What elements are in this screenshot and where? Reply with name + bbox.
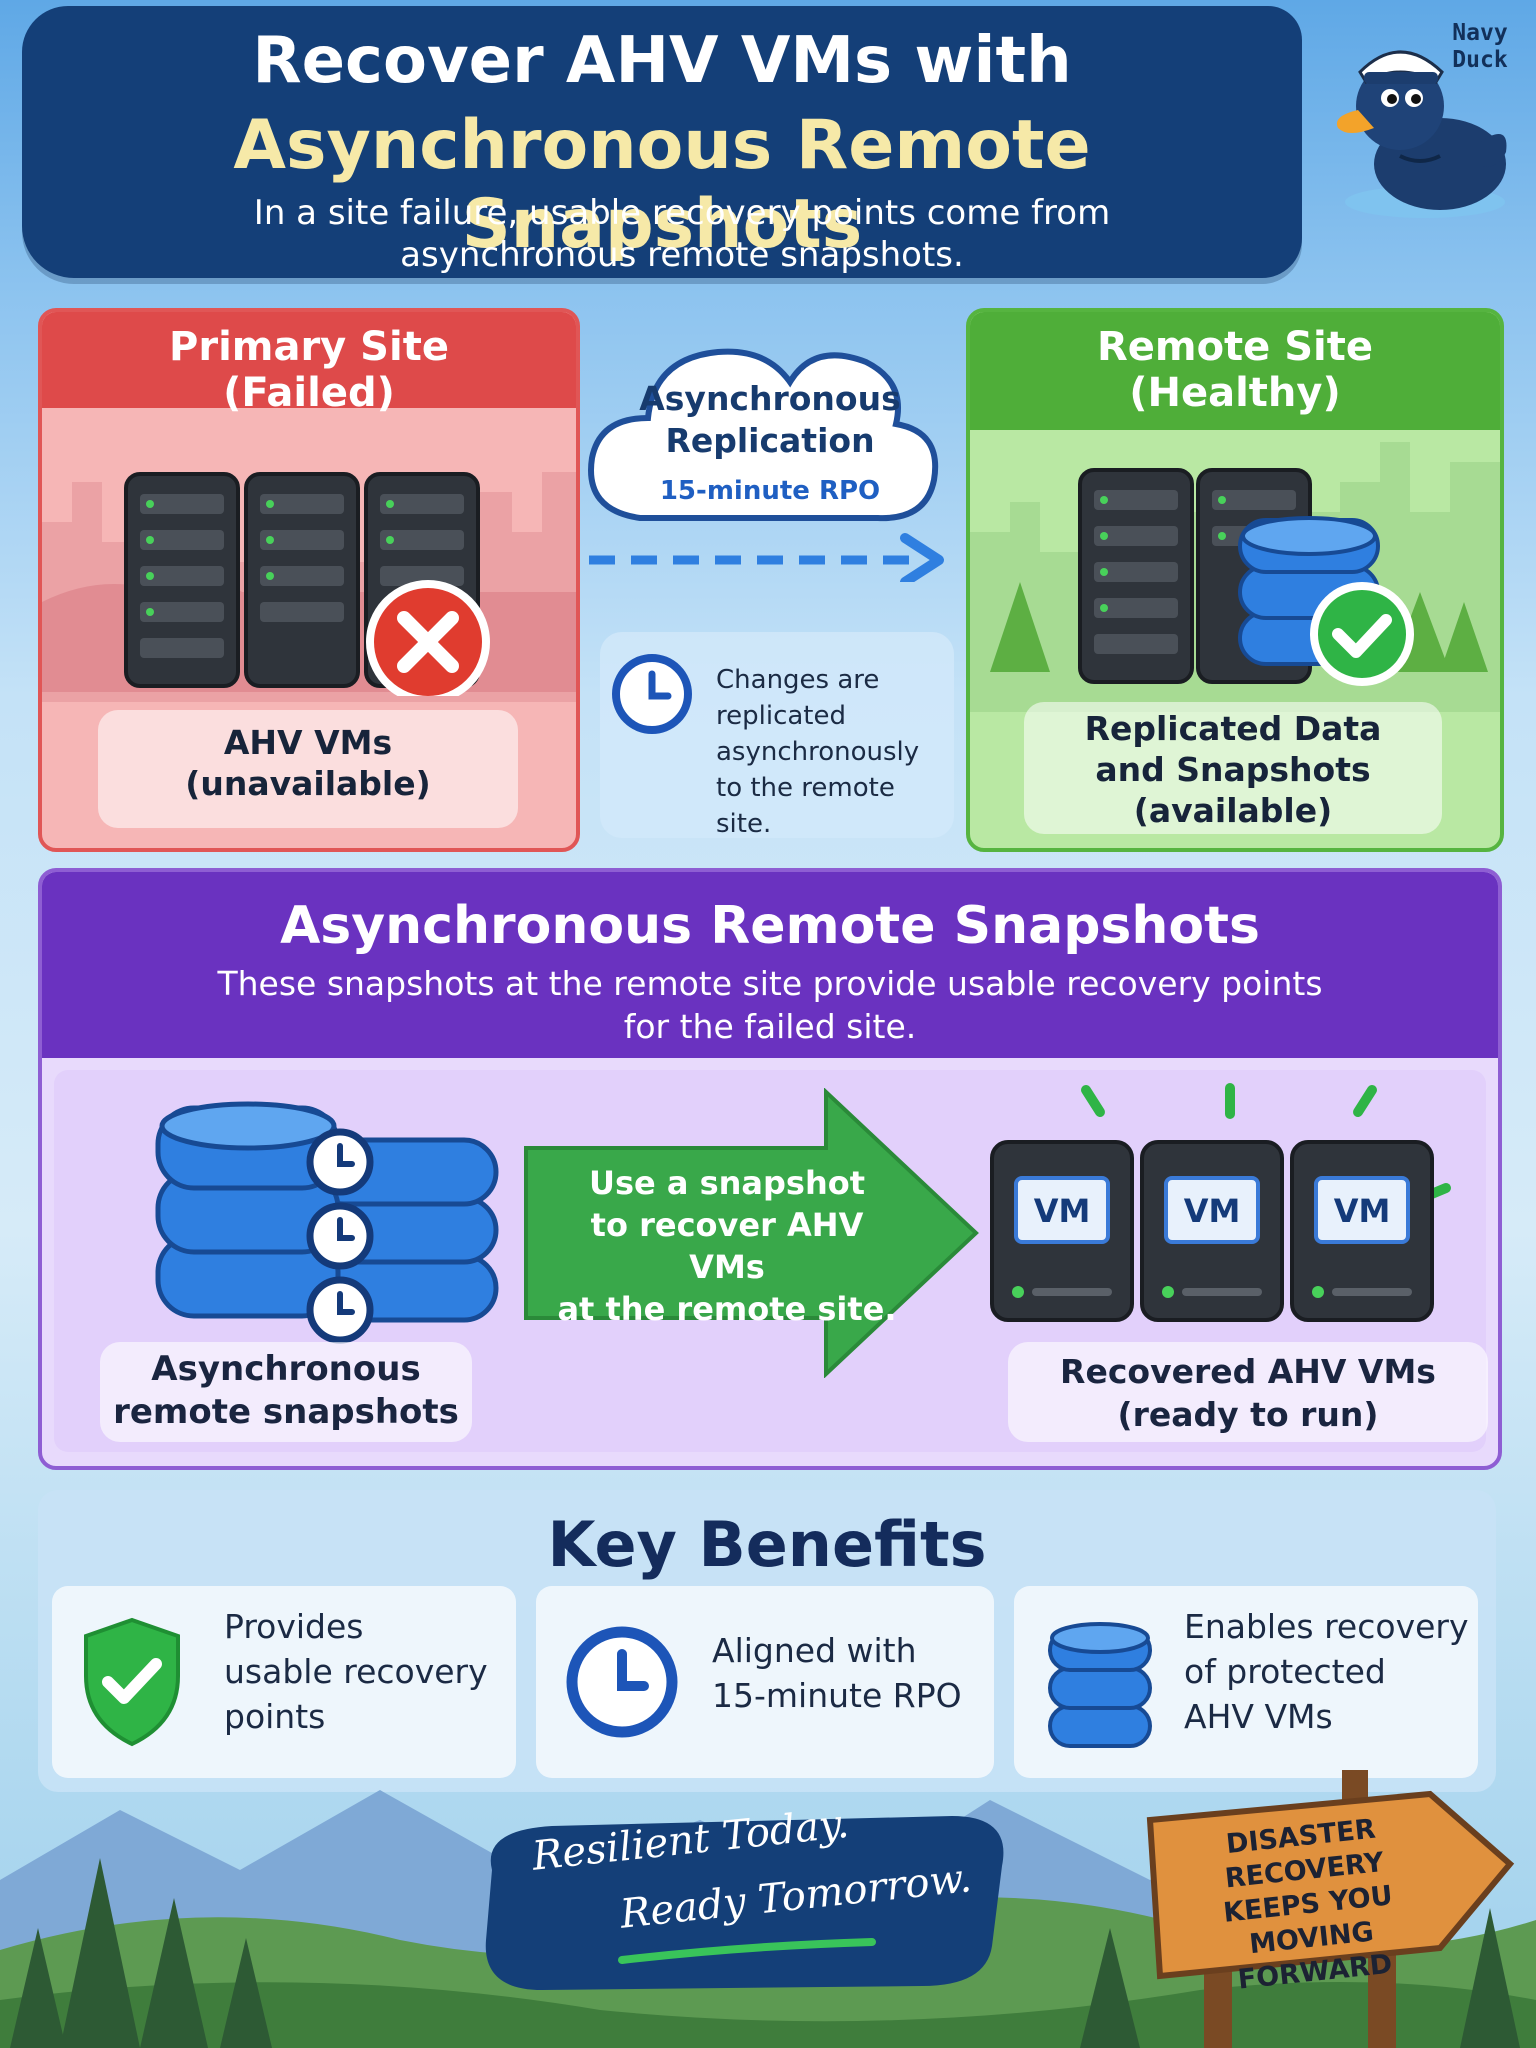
page-title-line1: Recover AHV VMs with	[252, 24, 1072, 98]
vm-tag-2: VM	[1183, 1192, 1241, 1230]
snapshots-title: Asynchronous Remote Snapshots	[280, 896, 1260, 956]
snapshot-database-stack-icon	[155, 1101, 499, 1344]
shield-check-icon	[84, 1617, 180, 1747]
benefit-text: Enables recovery of protected AHV VMs	[1184, 1607, 1469, 1736]
replication-rpo: 15-minute RPO	[659, 476, 881, 506]
replication-title: Asynchronous Replication	[639, 379, 901, 460]
primary-site-header	[42, 312, 576, 408]
recovered-vms-label: Recovered AHV VMs (ready to run)	[1008, 1342, 1488, 1442]
recover-arrow-text: Use a snapshot to recover AHV VMs at the…	[557, 1164, 897, 1328]
slogan-brush-banner	[485, 1816, 1004, 1990]
snapshots-header	[42, 872, 1498, 1058]
primary-site-vm-label: AHV VMs (unavailable)	[98, 710, 518, 828]
remote-site-header	[970, 312, 1500, 430]
key-benefits-title: Key Benefits	[547, 1508, 987, 1581]
replication-cloud-icon	[588, 348, 939, 522]
key-benefits-section: Key Benefits Provides usable recovery po…	[38, 1490, 1496, 1792]
remote-site-title: Remote Site (Healthy)	[1096, 324, 1374, 416]
replication-note-card: Changes are replicated asynchronously to…	[600, 632, 954, 839]
benefit-text: Aligned with 15-minute RPO	[712, 1631, 962, 1715]
page-title-line2: Asynchronous Remote Snapshots	[233, 106, 1091, 264]
database-icon	[1048, 1622, 1152, 1748]
benefit-text: Provides usable recovery points	[224, 1607, 488, 1736]
header-banner: Recover AHV VMs with Asynchronous Remote…	[22, 6, 1302, 278]
remote-site-data-label: Replicated Data and Snapshots (available…	[1024, 702, 1442, 834]
recover-arrow-icon	[524, 1088, 979, 1378]
signpost-text: DISASTER RECOVERY KEEPS YOU MOVING FORWA…	[1221, 1813, 1395, 1996]
remote-site-card: Remote Site (Healthy) Replicated Data an…	[966, 308, 1504, 852]
benefit-card-rpo: Aligned with 15-minute RPO	[536, 1586, 994, 1778]
vm-tag-1: VM	[1033, 1192, 1091, 1230]
snapshots-description: These snapshots at the remote site provi…	[217, 964, 1323, 1046]
navy-duck-mascot-icon	[1336, 50, 1507, 218]
mascot-label: Navy Duck	[1452, 20, 1508, 73]
snapshots-section: Asynchronous Remote Snapshots These snap…	[38, 868, 1502, 1470]
snapshots-label: Asynchronous remote snapshots	[100, 1342, 472, 1442]
benefit-card-recovery-points: Provides usable recovery points	[52, 1586, 516, 1778]
failed-server-rack-icon	[124, 472, 490, 696]
primary-site-card: Primary Site (Failed) AHV VMs (unavailab…	[38, 308, 580, 852]
vm-tag-3: VM	[1333, 1192, 1391, 1230]
replication-note: Changes are replicated asynchronously to…	[716, 665, 920, 839]
recovered-vm-servers-icon	[990, 1083, 1451, 1322]
page-subtitle: In a site failure, usable recovery point…	[253, 193, 1111, 275]
benefit-card-vm-recovery: Enables recovery of protected AHV VMs	[1014, 1586, 1478, 1778]
remote-server-database-icon	[1078, 468, 1414, 686]
signpost-icon	[1146, 1770, 1515, 2048]
clock-icon	[612, 654, 692, 734]
replication-arrow-icon	[589, 533, 944, 582]
primary-site-title: Primary Site (Failed)	[169, 324, 449, 416]
clock-icon	[566, 1626, 678, 1738]
